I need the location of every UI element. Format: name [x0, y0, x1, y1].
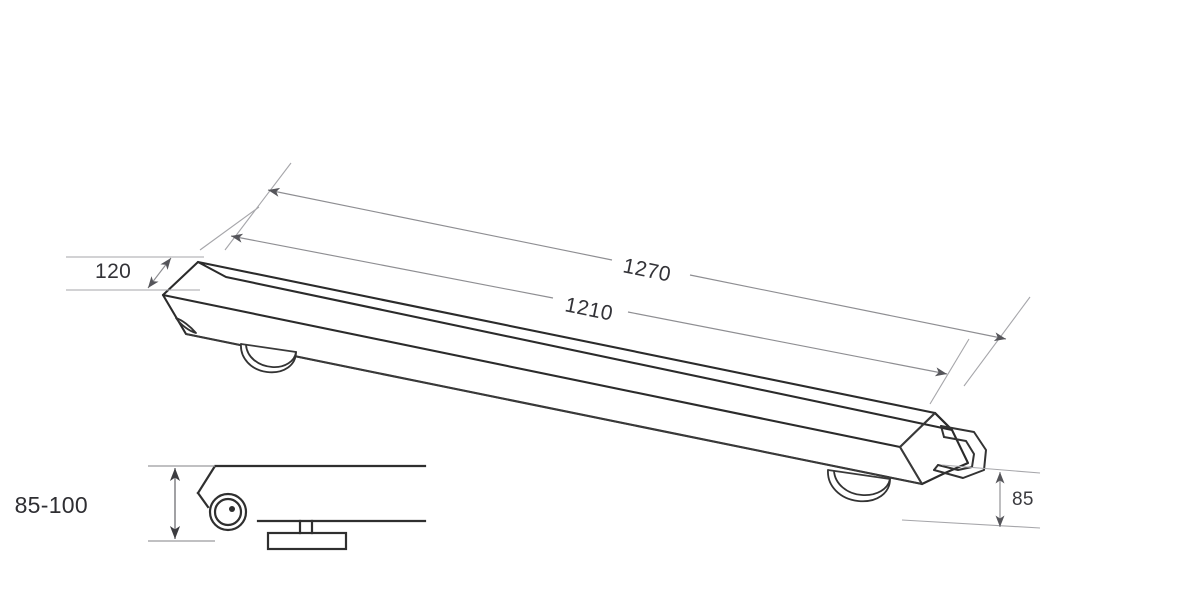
dim-120-line: [147, 257, 172, 289]
isometric-view: 1270 1210 120 85: [66, 162, 1041, 529]
dim-1270-line-left: [267, 187, 613, 261]
dim-85-upper-ext: [941, 464, 1041, 474]
handle-outer-path: [933, 425, 987, 479]
dim-120-label: 120: [95, 260, 131, 283]
dim-1270-right-ext: [963, 296, 1031, 387]
body-right-end-cap: [920, 411, 970, 486]
detail-foot-pad: [266, 531, 348, 551]
body-front-lower-face: [161, 293, 924, 486]
left-roller-wheel: [240, 343, 297, 374]
right-roller-wheel: [827, 469, 891, 503]
dim-1270-line-right: [689, 274, 1007, 342]
detail-chamfer-edge: [196, 491, 210, 509]
handle-loop: [933, 425, 987, 479]
dim-1210-left-ext: [199, 206, 260, 251]
detail-top-surface: [196, 464, 427, 495]
dimension-85-100: 85-100: [15, 465, 215, 542]
dimension-120: 120: [66, 256, 204, 291]
dim-85-label: 85: [1012, 489, 1034, 510]
dim-1270-label: 1270: [621, 254, 673, 286]
tip-wheel-shape: [175, 317, 197, 334]
dim-85-100-label: 85-100: [15, 492, 88, 518]
handle-left-top-edge: [940, 425, 945, 438]
left-wheel-axle-line: [240, 343, 297, 353]
detail-wheel-hub: [229, 506, 235, 512]
detail-wheel-outer: [208, 492, 248, 532]
dimension-1270: 1270: [224, 162, 1031, 387]
dim-1210-line-right: [627, 311, 948, 377]
dimension-1210: 1210: [199, 206, 970, 405]
right-wheel-axle-line: [827, 469, 891, 480]
body-top-face: [196, 260, 954, 432]
body-bottom-edge: [185, 333, 923, 485]
detail-support-stem: [298, 519, 314, 535]
dim-1210-line-left: [230, 233, 554, 299]
dimension-85: 85: [901, 464, 1041, 529]
handle-inner-path: [937, 436, 975, 471]
dim-1210-label: 1210: [563, 293, 615, 325]
side-detail-view: 85-100: [15, 464, 427, 551]
handle-left-bottom-edge: [933, 464, 939, 471]
left-tip-wheel: [175, 317, 197, 334]
body-right-chamfer-edge: [899, 412, 936, 448]
detail-caster-wheel: [208, 492, 248, 532]
ramp-body: [161, 260, 970, 486]
body-right-inner-edge: [899, 446, 923, 485]
detail-wheel-inner: [213, 497, 243, 527]
dim-85-lower-ext: [901, 519, 1041, 529]
dim-1210-right-ext: [929, 338, 970, 405]
